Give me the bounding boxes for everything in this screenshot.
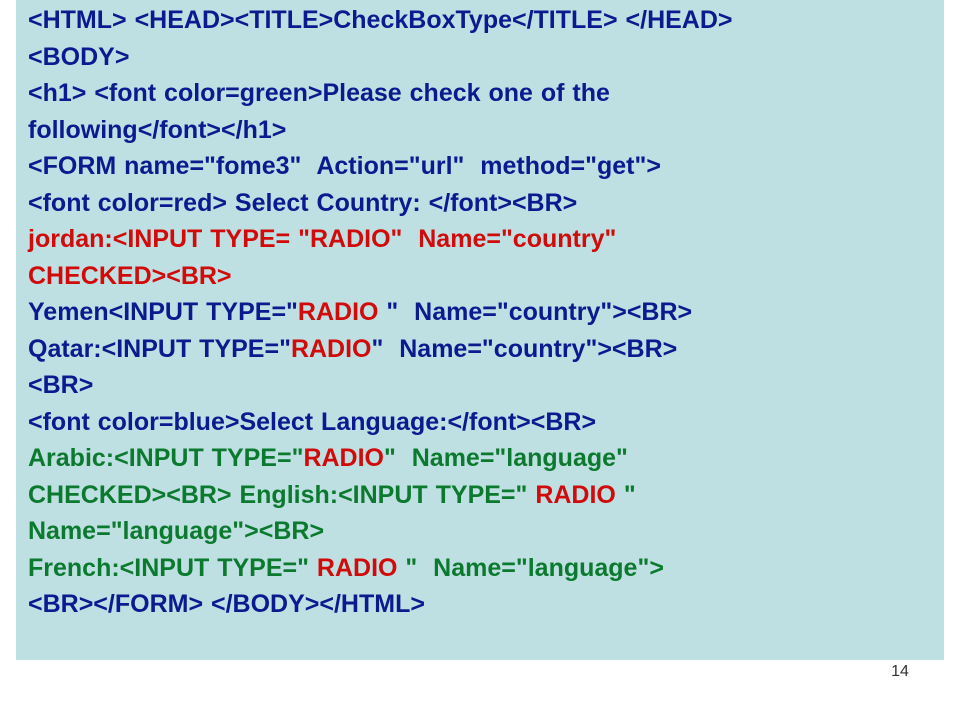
code-line: <h1> <font color=green>Please check one … — [28, 75, 938, 112]
code-segment: " Name="country"><BR> — [378, 298, 693, 326]
code-segment: CHECKED><BR> English:<INPUT TYPE=" — [28, 480, 536, 509]
code-segment: <BR></FORM> </BODY></HTML> — [28, 590, 425, 618]
code-segment: RADIO — [290, 334, 372, 363]
code-segment: Qatar:<INPUT TYPE=" — [28, 334, 291, 363]
code-line: <HTML> <HEAD><TITLE>CheckBoxType</TITLE>… — [28, 2, 938, 39]
code-line: <FORM name="fome3" Action="url" method="… — [28, 148, 938, 185]
code-panel: <HTML> <HEAD><TITLE>CheckBoxType</TITLE>… — [16, 0, 944, 660]
code-line: Arabic:<INPUT TYPE="RADIO" Name="languag… — [28, 440, 938, 477]
code-line: French:<INPUT TYPE=" RADIO " Name="langu… — [28, 550, 938, 587]
code-segment: " Name="language" — [384, 444, 628, 472]
code-segment: RADIO — [535, 480, 616, 509]
code-segment: Yemen<INPUT TYPE=" — [28, 298, 298, 326]
code-line: <font color=red> Select Country: </font>… — [28, 185, 938, 222]
code-segment: <FORM name="fome3" Action="url" method="… — [28, 152, 661, 180]
code-line: <font color=blue>Select Language:</font>… — [28, 404, 938, 441]
code-line: jordan:<INPUT TYPE= "RADIO" Name="countr… — [28, 221, 938, 258]
code-line: <BR> — [28, 367, 938, 404]
code-line: Yemen<INPUT TYPE="RADIO " Name="country"… — [28, 294, 938, 331]
code-segment: <HTML> <HEAD><TITLE>CheckBoxType</TITLE>… — [28, 6, 733, 34]
code-listing: <HTML> <HEAD><TITLE>CheckBoxType</TITLE>… — [28, 2, 938, 623]
slide-number: 14 — [891, 663, 909, 680]
code-segment: <h1> <font color=green>Please check one … — [28, 79, 610, 107]
code-segment: RADIO — [316, 553, 398, 582]
code-segment: following</font></h1> — [28, 115, 287, 144]
code-line: CHECKED><BR> English:<INPUT TYPE=" RADIO… — [28, 477, 938, 514]
code-line: Name="language"><BR> — [28, 513, 938, 550]
code-line: <BODY> — [28, 39, 938, 76]
code-line: following</font></h1> — [28, 112, 938, 149]
code-line: <BR></FORM> </BODY></HTML> — [28, 586, 938, 623]
code-segment: RADIO — [297, 298, 379, 326]
code-segment: <font color=blue>Select Language:</font>… — [28, 407, 597, 436]
code-segment: jordan:<INPUT TYPE= "RADIO" Name="countr… — [28, 225, 617, 253]
code-line: CHECKED><BR> — [28, 258, 938, 295]
code-segment: French:<INPUT TYPE=" — [28, 553, 317, 582]
code-segment: <font color=red> Select Country: </font>… — [28, 188, 578, 217]
code-segment: CHECKED><BR> — [28, 261, 232, 290]
code-segment: " Name="country"><BR> — [371, 334, 678, 363]
code-segment: " — [615, 480, 636, 509]
code-segment: RADIO — [303, 444, 384, 472]
code-segment: Name="language"><BR> — [28, 517, 325, 545]
code-line: Qatar:<INPUT TYPE="RADIO" Name="country"… — [28, 331, 938, 368]
code-segment: " Name="language"> — [397, 553, 664, 582]
code-segment: <BODY> — [28, 42, 130, 71]
code-segment: <BR> — [28, 371, 94, 399]
code-segment: Arabic:<INPUT TYPE=" — [28, 444, 304, 472]
